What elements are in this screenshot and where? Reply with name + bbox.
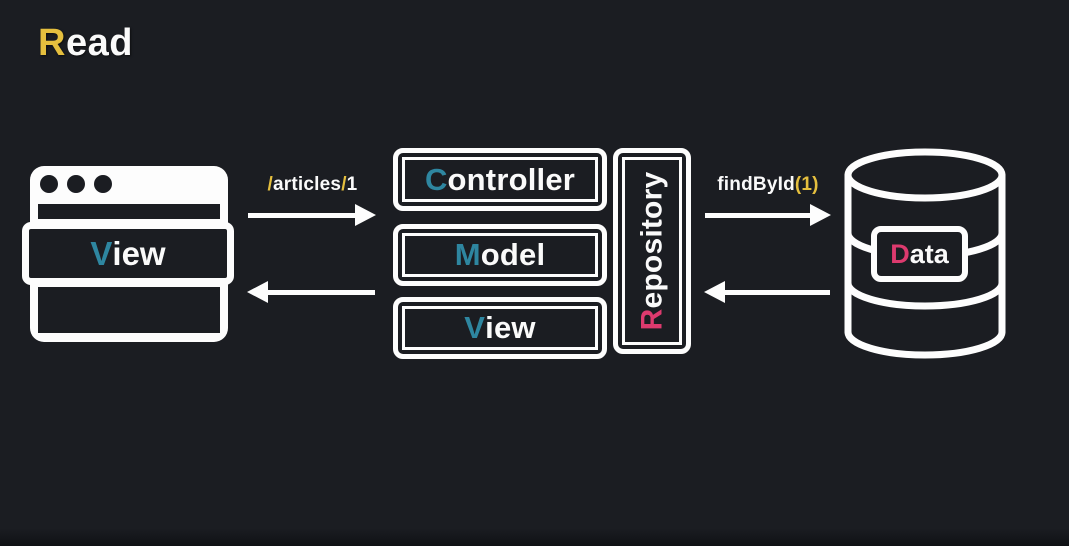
title-lead-letter: R bbox=[38, 22, 66, 64]
node-lead-letter: C bbox=[424, 161, 448, 197]
node-lead-letter: V bbox=[464, 310, 486, 345]
node-label: ontroller bbox=[447, 161, 576, 197]
query-args: (1) bbox=[794, 174, 819, 195]
node-lead-letter: R bbox=[635, 308, 668, 331]
response-arrow-icon bbox=[247, 281, 375, 303]
node-label: iew bbox=[112, 234, 166, 272]
node-label: ata bbox=[909, 238, 949, 269]
node-lead-letter: V bbox=[90, 234, 113, 272]
node-lead-letter: D bbox=[890, 238, 910, 269]
query-arrow-label: findById(1) bbox=[698, 174, 838, 196]
result-arrow-icon bbox=[704, 281, 830, 303]
repository-rotated-label: Repository bbox=[635, 172, 669, 331]
query-method: findById bbox=[717, 174, 795, 195]
browser-content-bar bbox=[38, 287, 220, 333]
video-bottom-fade bbox=[0, 528, 1069, 546]
node-repository-inner: Repository bbox=[622, 157, 682, 345]
page-title: Read bbox=[38, 22, 133, 65]
database-cylinder-icon bbox=[844, 148, 1006, 359]
request-path: articles bbox=[273, 174, 342, 195]
node-label: epository bbox=[635, 171, 668, 309]
browser-dot-icon bbox=[40, 175, 58, 193]
request-arrow-label: /articles/1 bbox=[240, 174, 385, 196]
browser-address-bar bbox=[38, 204, 220, 219]
node-label: iew bbox=[485, 310, 536, 345]
browser-dot-icon bbox=[94, 175, 112, 193]
browser-dot-icon bbox=[67, 175, 85, 193]
request-slash: / bbox=[341, 174, 347, 195]
title-rest: ead bbox=[65, 22, 133, 64]
node-repository: Repository bbox=[613, 148, 691, 354]
request-id: 1 bbox=[346, 174, 358, 195]
request-slash: / bbox=[267, 174, 274, 195]
request-arrow-icon bbox=[248, 204, 376, 226]
node-label: odel bbox=[480, 237, 546, 272]
node-lead-letter: M bbox=[454, 237, 481, 272]
query-arrow-icon bbox=[705, 204, 831, 226]
